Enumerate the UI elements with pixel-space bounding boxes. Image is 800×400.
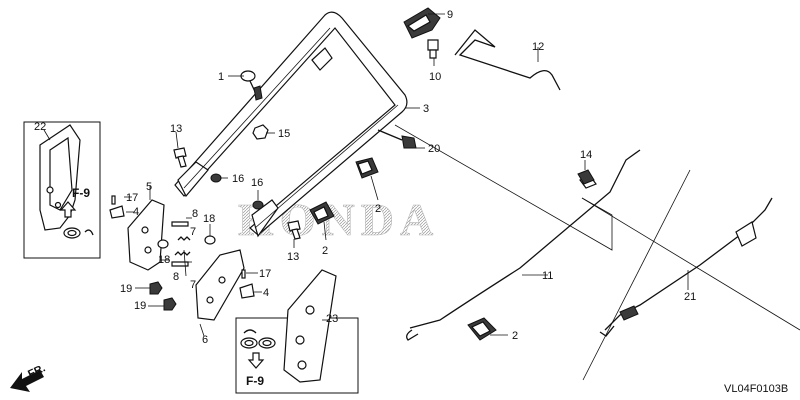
- clip-part-4-a: [109, 205, 125, 219]
- clamp-part-2-c: [467, 317, 497, 341]
- diagram-code: VL04F0103B: [724, 383, 788, 395]
- callout-22: 22: [34, 121, 46, 133]
- callout-13-b: 13: [287, 251, 299, 263]
- rod-part-12: [454, 29, 561, 91]
- collar-part-18-a: [204, 235, 216, 245]
- fig-ref-left: F-9: [72, 186, 90, 200]
- bracket-part-5: [127, 199, 165, 271]
- callout-8-a: 8: [192, 208, 198, 220]
- spring-part-7-a: [174, 251, 191, 256]
- detail-box-left: [23, 121, 101, 259]
- callout-15: 15: [278, 128, 290, 140]
- callout-7-b: 7: [190, 279, 196, 291]
- callout-4-a: 4: [133, 206, 139, 218]
- callout-13-a: 13: [170, 123, 182, 135]
- clamp-part-2-a: [355, 157, 379, 179]
- bolt-part-10: [427, 39, 439, 59]
- callout-14: 14: [580, 149, 592, 161]
- callout-2-b: 2: [322, 245, 328, 257]
- cable-part-11: [406, 149, 641, 341]
- guide-lines: [394, 124, 800, 381]
- collar-part-18-b: [157, 239, 169, 249]
- nut-part-15: [252, 124, 269, 140]
- callout-20: 20: [428, 143, 440, 155]
- callout-5: 5: [146, 181, 152, 193]
- callout-11: 11: [542, 270, 553, 282]
- spring-part-7-b: [177, 236, 191, 241]
- callout-2-c: 2: [512, 330, 518, 342]
- bracket-part-6: [195, 249, 245, 321]
- callout-21: 21: [684, 291, 696, 303]
- front-direction-arrow: FR.: [10, 362, 47, 392]
- pin-part-8-b: [171, 261, 189, 267]
- callout-17-a: 17: [126, 192, 138, 204]
- callout-4-b: 4: [263, 287, 269, 299]
- washer-part-16-b: [252, 200, 264, 210]
- washer-part-16-a: [210, 173, 222, 183]
- clip-part-1: [240, 70, 263, 101]
- callout-10: 10: [429, 71, 441, 83]
- pin-part-17-a: [111, 195, 116, 205]
- callout-18-b: 18: [158, 254, 170, 266]
- callout-12: 12: [532, 41, 544, 53]
- callout-16-b: 16: [251, 177, 263, 189]
- nut-part-19-b: [163, 297, 177, 311]
- bolt-part-13-upper: [173, 147, 187, 168]
- callout-19-b: 19: [134, 300, 146, 312]
- pin-part-8-a: [171, 221, 189, 227]
- callout-1: 1: [218, 71, 224, 83]
- callout-2-a: 2: [375, 203, 381, 215]
- bolt-part-20: [377, 129, 417, 149]
- nut-part-19-a: [149, 281, 163, 295]
- callout-19-a: 19: [120, 283, 132, 295]
- lever-part-9: [403, 7, 441, 39]
- pin-part-17-b: [241, 269, 246, 279]
- callout-6: 6: [202, 334, 208, 346]
- bolt-part-13-lower: [287, 220, 301, 240]
- callout-3: 3: [423, 103, 429, 115]
- leader-lines: [43, 13, 689, 337]
- handle-part-3: [174, 11, 408, 238]
- bracket-part-23: [283, 269, 337, 383]
- callout-17-b: 17: [259, 268, 271, 280]
- callout-23: 23: [326, 313, 338, 325]
- callout-9: 9: [447, 9, 453, 21]
- callout-7-a: 7: [190, 226, 196, 238]
- cable-part-21: [599, 197, 773, 337]
- callout-labels: 1 2 2 2 3 4 4 5 6 7 7 8 8 9 10 11 12 13 …: [34, 9, 696, 346]
- callout-8-b: 8: [173, 271, 179, 283]
- callout-16-a: 16: [232, 173, 244, 185]
- nut-part-14: [577, 169, 595, 185]
- fig-ref-bottom: F-9: [246, 374, 264, 388]
- callout-18-a: 18: [203, 213, 215, 225]
- clip-part-4-b: [239, 283, 255, 299]
- direction-label: FR.: [26, 362, 47, 380]
- clamp-part-2-b: [309, 201, 335, 225]
